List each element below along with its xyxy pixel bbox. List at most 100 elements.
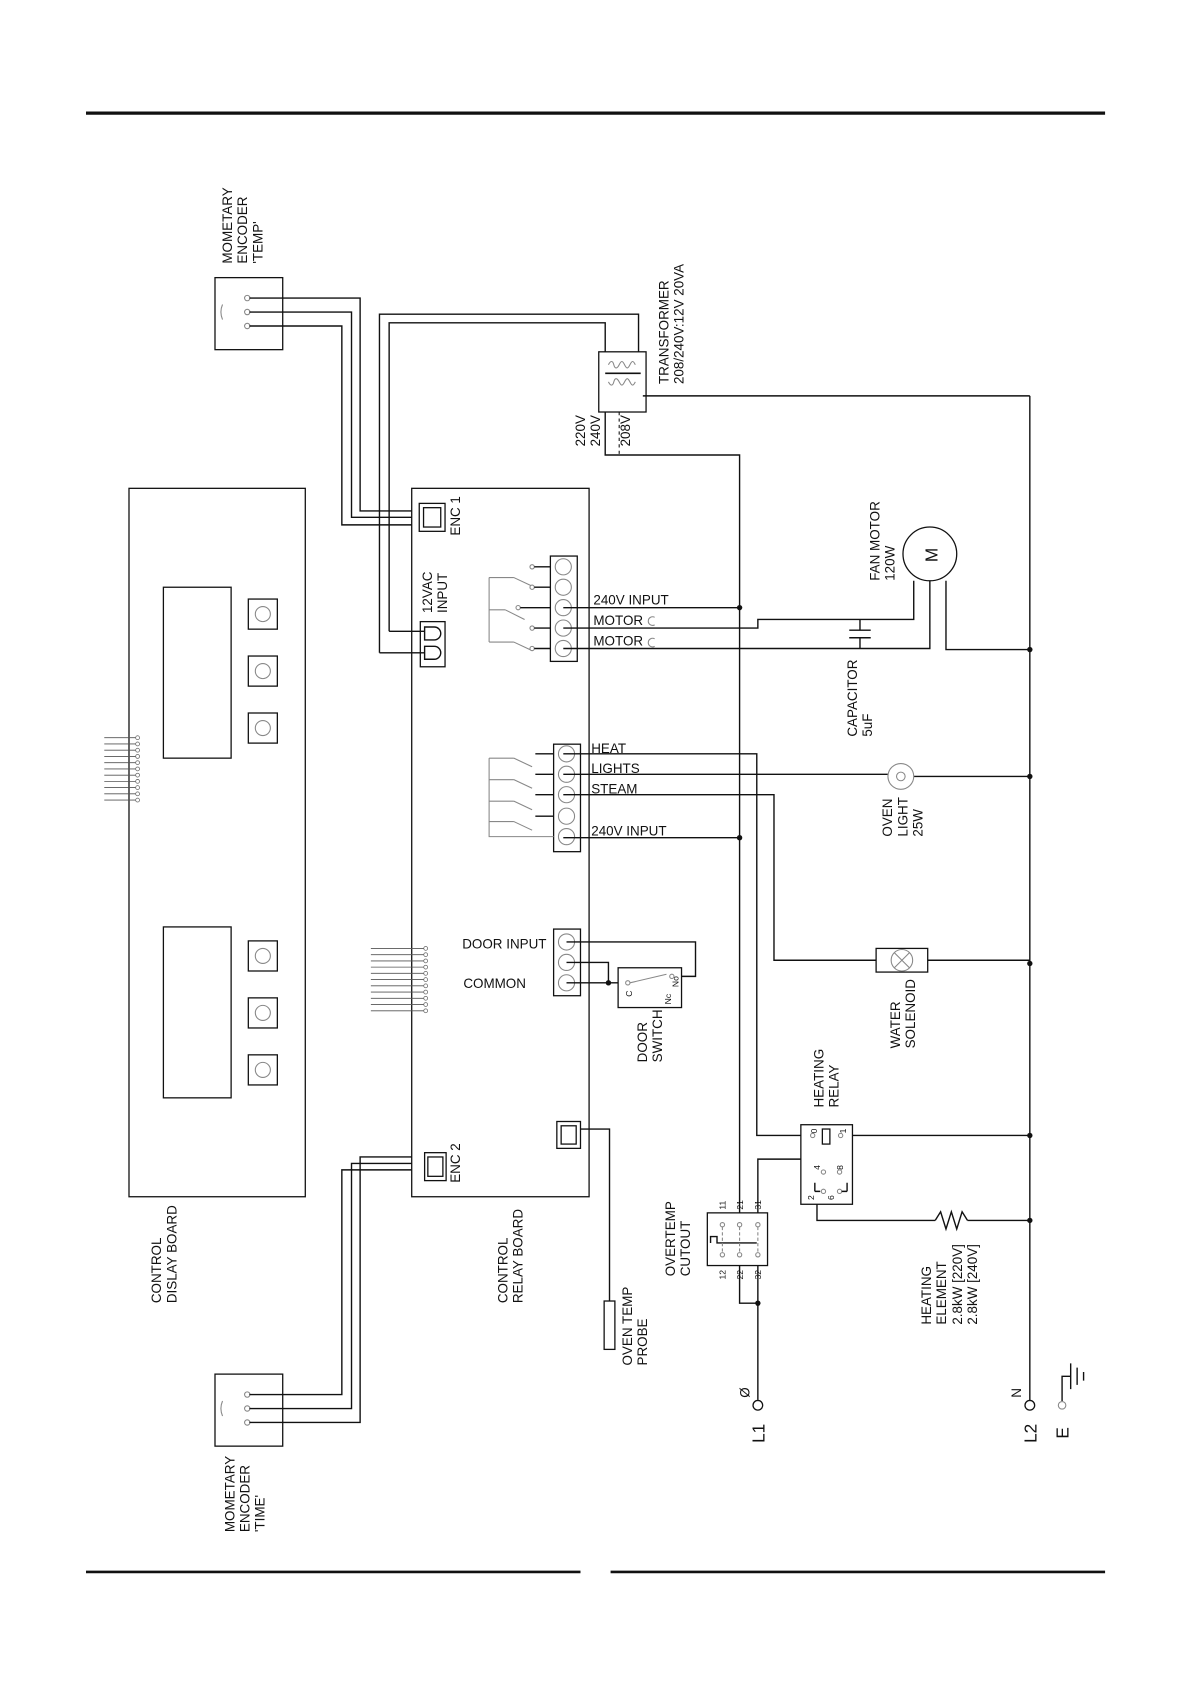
door-switch-label: DOOR [635, 1022, 650, 1063]
tap-220v: 220V [573, 415, 588, 446]
terminal-240v-input-2: 240V INPUT [591, 824, 666, 839]
control-relay-board: ENC 1 ENC 2 12VAC INPUT 240V INPUT MOTOR… [370, 487, 669, 1304]
ribbon-pin [135, 735, 140, 741]
terminal-l2 [1024, 1399, 1036, 1411]
pin: 11 [718, 1201, 728, 1210]
junction-dot [755, 1300, 761, 1306]
junction-dot [1027, 646, 1033, 653]
pin-nc: Nc [663, 993, 673, 1004]
pin: 21 [735, 1200, 745, 1210]
ribbon-pin [423, 995, 429, 1001]
door-switch-label: SWITCH [650, 1009, 665, 1062]
vac-input-label: 12VAC [420, 571, 435, 613]
junction-dot [736, 835, 743, 841]
terminal [554, 558, 572, 576]
relay-board-label: CONTROL [495, 1237, 510, 1303]
ribbon-pin [135, 791, 140, 797]
pin: 2 [806, 1195, 816, 1200]
ribbon-pin [135, 760, 140, 765]
terminal [557, 828, 576, 846]
supply-terminals: Ø N L1 L2 E [737, 1363, 1085, 1443]
fan-motor-rating: 120W [882, 545, 897, 580]
display-window [162, 926, 232, 1099]
phase-mark: Ø [737, 1387, 752, 1397]
heating-relay-label: HEATING [811, 1049, 826, 1108]
heating-element: HEATING ELEMENT 2.8kW [220V] 2.8kW [240V… [919, 1209, 980, 1325]
l2-label: L2 [1020, 1424, 1040, 1443]
pin: 12 [718, 1270, 728, 1280]
ribbon-cable [370, 946, 429, 1014]
display-buttons [247, 598, 278, 1086]
heating-element-label: ELEMENT [934, 1261, 949, 1324]
ribbon-pin [135, 779, 140, 784]
water-solenoid-label: SOLENOID [903, 979, 918, 1049]
pin: 32 [753, 1270, 763, 1280]
oven-light-label: OVEN [880, 799, 895, 837]
junction-dot [605, 980, 612, 986]
pin: 6 [826, 1195, 836, 1200]
junction-dot [1027, 960, 1033, 967]
transformer-rating: 208/240V:12V 20VA [672, 264, 687, 384]
vac-input-label: INPUT [435, 573, 450, 613]
encoder-temp-label: 'TEMP' [250, 221, 265, 263]
relay-board-label: RELAY BOARD [510, 1209, 525, 1304]
encoder-temp-label: ENCODER [235, 196, 250, 263]
ribbon-pin [135, 766, 140, 772]
terminal-heat: HEAT [591, 741, 626, 756]
display-board-label: DISLAY BOARD [164, 1205, 179, 1303]
pin: 31 [753, 1200, 763, 1210]
terminal [557, 807, 576, 825]
overtemp-label: OVERTEMP [663, 1201, 678, 1276]
ribbon-pin [423, 958, 429, 964]
motor-symbol: M [921, 548, 941, 562]
heating-relay-label: RELAY [826, 1064, 841, 1107]
probe-label: PROBE [635, 1318, 650, 1365]
display-window [162, 586, 232, 759]
ribbon-pin [135, 747, 140, 753]
transformer: TRANSFORMER 208/240V:12V 20VA 220V 240V … [378, 264, 1030, 1219]
heating-element-rating: 2.8kW [220V] [950, 1244, 965, 1325]
terminal-motor-ccw: MOTOR [593, 633, 643, 648]
heating-relay: 0 1 4 8 2 6 HEATING RELAY [800, 1049, 854, 1205]
ribbon-pin [135, 741, 140, 747]
terminal-lights: LIGHTS [591, 761, 640, 776]
pin: 1 [838, 1128, 848, 1133]
earth-label: E [1053, 1427, 1073, 1438]
l1-label: L1 [748, 1424, 768, 1443]
pin: 22 [735, 1270, 745, 1280]
probe-label: OVEN TEMP [620, 1287, 635, 1366]
pin: 4 [812, 1165, 822, 1170]
door-input-label: DOOR INPUT [462, 936, 546, 951]
oven-light: OVEN LIGHT 25W [880, 762, 925, 837]
ribbon-pin [423, 1002, 429, 1007]
common-label: COMMON [463, 976, 526, 991]
encoder-temp-label: MOMETARY [220, 187, 235, 263]
ribbon-pin [135, 772, 140, 778]
ribbon-pin [135, 785, 140, 790]
ribbon-pin [135, 797, 140, 803]
terminal-steam: STEAM [591, 782, 637, 797]
oven-light-label: LIGHT [895, 797, 910, 837]
tap-240v: 240V [588, 415, 603, 446]
junction-dot [1027, 773, 1033, 780]
pin-c: C [624, 991, 634, 997]
fan-motor: M FAN MOTOR 120W [867, 501, 958, 582]
ground-icon [1061, 1363, 1085, 1401]
ribbon-pin [423, 983, 429, 989]
overtemp-cutout: 11 21 31 12 22 32 OVERTEMP CUTOUT [663, 1200, 769, 1280]
ribbon-pin [423, 952, 429, 957]
rotation-cw-icon [647, 616, 655, 626]
heating-element-label: HEATING [919, 1266, 934, 1325]
enc2-label: ENC 2 [448, 1143, 463, 1183]
oven-temp-probe: OVEN TEMP PROBE [603, 1287, 650, 1366]
capacitor: CAPACITOR 5uF [845, 619, 875, 737]
neutral-mark: N [1009, 1388, 1024, 1398]
ribbon-pin [423, 964, 429, 970]
overtemp-label: CUTOUT [678, 1221, 693, 1277]
oven-light-rating: 25W [910, 809, 925, 837]
ribbon-pin [423, 971, 429, 976]
encoder-time-label: 'TIME' [252, 1495, 267, 1532]
tap-208v: 208V [618, 415, 633, 446]
ribbon-cable [104, 735, 140, 803]
